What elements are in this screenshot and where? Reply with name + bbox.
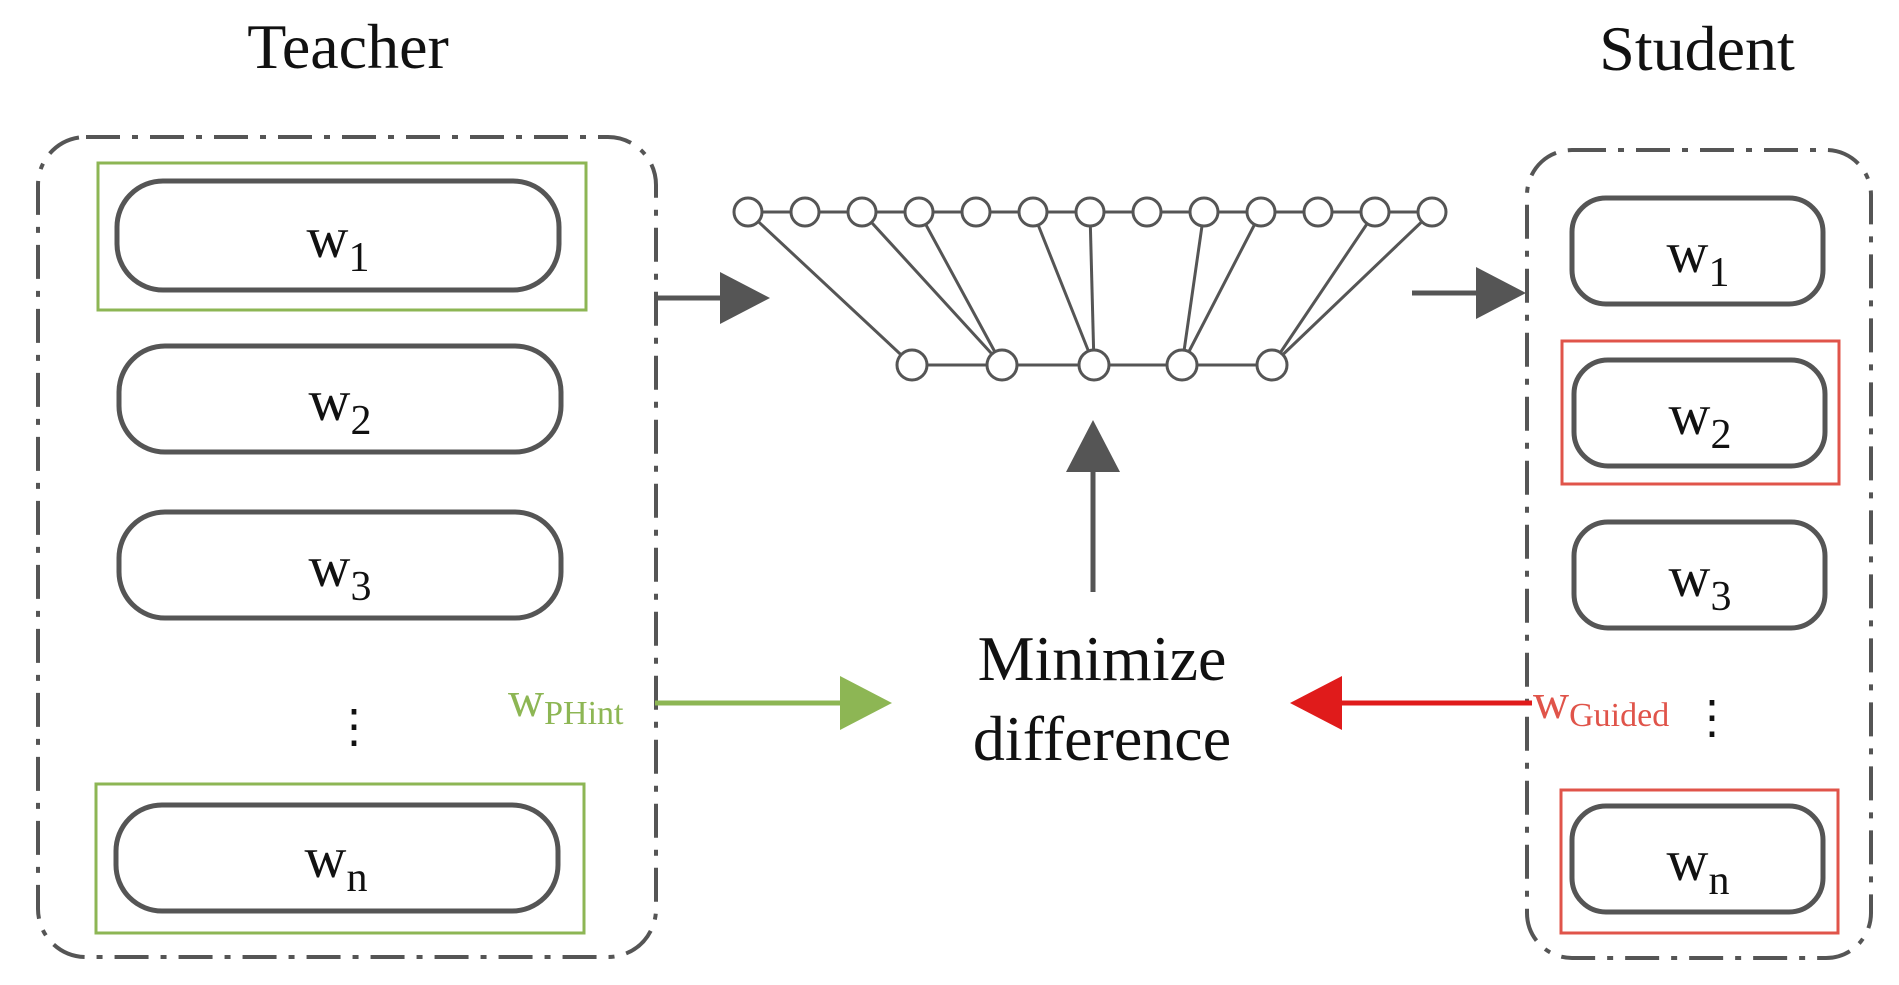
teacher-container [36,135,658,959]
network-bottom-layer [895,348,1289,382]
network-node [1302,196,1334,228]
network-node [1017,196,1049,228]
student-guided-box-wn [1559,788,1840,935]
network-top-layer [732,196,1448,228]
student-weight-label: w2 [1669,382,1732,458]
teacher-weight-w2: w2 [116,343,564,455]
network-node [1255,348,1289,382]
teacher-to-network-arrow [656,272,770,324]
network-node [903,196,935,228]
network-node [1245,196,1277,228]
teacher-weight-pill [116,509,564,621]
student-weight-pill [1571,357,1828,469]
student-weight-pill [1569,803,1826,915]
minimize-to-network-arrow [1066,420,1120,592]
student-weight-pill [1569,195,1826,307]
student-weight-w1: w1 [1569,195,1826,307]
teacher-weight-wn: wn [113,802,561,914]
teacher-hint-box-wn [94,782,586,935]
teacher-title: Teacher [247,11,449,82]
teacher-ellipsis: ⋮ [331,701,377,752]
network-node [1416,196,1448,228]
network-node [732,196,764,228]
phint-arrow [655,676,892,730]
student-weight-wn: wn [1569,803,1826,915]
network-node [960,196,992,228]
network-node [1165,348,1199,382]
network-node [789,196,821,228]
teacher-weight-w1: w1 [114,178,562,293]
student-weight-w3: w3 [1571,519,1828,631]
teacher-weight-pill [113,802,561,914]
student-weight-label: w1 [1667,220,1730,296]
network-to-student-arrow [1412,267,1526,319]
student-weight-w2: w2 [1571,357,1828,469]
student-weight-pill [1571,519,1828,631]
network-node [1074,196,1106,228]
teacher-hint-box-w1 [96,161,588,312]
student-container [1525,148,1873,960]
network-node [1359,196,1391,228]
guided-label: wGuided [1533,673,1669,734]
student-title: Student [1599,13,1795,84]
teacher-weight-pill [114,178,562,293]
teacher-weight-label: w2 [309,368,372,444]
teacher-weight-w3: w3 [116,509,564,621]
network-node [985,348,1019,382]
guided-arrow [1290,676,1532,730]
network-node [1188,196,1220,228]
phint-label: wPHint [508,671,624,732]
student-weight-label: w3 [1669,544,1732,620]
network-node [846,196,878,228]
network-node [895,348,929,382]
student-guided-box-w2 [1560,339,1841,486]
minimize-line1: Minimize [978,623,1227,694]
teacher-weight-label: w1 [307,205,370,281]
network-edges [746,210,1434,367]
network-node [1077,348,1111,382]
teacher-weight-pill [116,343,564,455]
student-weight-label: wn [1667,828,1730,904]
network-node [1131,196,1163,228]
teacher-weight-label: wn [305,825,368,901]
teacher-weight-label: w3 [309,534,372,610]
student-ellipsis: ⋮ [1689,692,1735,743]
minimize-line2: difference [973,703,1231,774]
